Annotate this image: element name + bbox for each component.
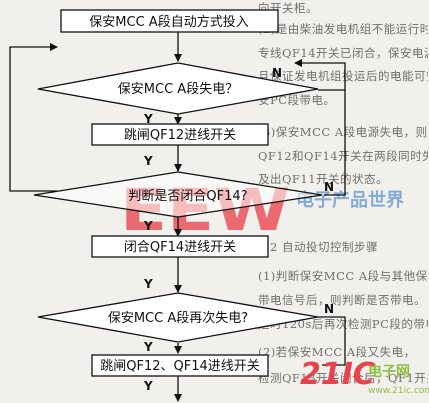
background-text-line: 及出QF11开关的状态。 — [258, 172, 389, 186]
corner-sub: 电子网 — [368, 363, 410, 380]
label-no: N — [324, 180, 334, 194]
node-process-1: 跳闸QF12进线开关 — [91, 123, 269, 146]
label-no: N — [272, 66, 282, 80]
node-process-3-text: 跳闸QF12、QF14进线开关 — [100, 359, 260, 374]
node-decision-1-text: 保安MCC A段失电？ — [118, 82, 238, 97]
background-text-line: 专线QF14开关已闭合，保安电源已 — [258, 46, 428, 60]
label-yes: Y — [143, 277, 153, 291]
node-process-2-text: 闭合QF14进线开关 — [124, 240, 236, 255]
label-yes: Y — [143, 112, 153, 126]
loop-line-right-d2 — [324, 90, 346, 196]
label-no: N — [324, 302, 334, 316]
loop-line-right-d1 — [294, 59, 346, 91]
node-process-1-text: 跳闸QF12进线开关 — [124, 128, 236, 143]
background-text-line: 检测QF13开关闭合后，QF1开关如果 — [258, 371, 428, 385]
node-decision-3: 保安MCC A段再次失电? — [37, 292, 319, 343]
node-decision-2: 判断是否闭合QF14? — [33, 171, 323, 218]
corner-watermark: 21IC 电子网 www.21ic.com — [300, 357, 429, 396]
background-text-line: (3)保安MCC A段电源失电，则 — [258, 125, 428, 139]
loop-line-bottom — [318, 316, 346, 366]
corner-url: www.21ic.com — [368, 386, 429, 396]
background-text-line: (2)若保安MCC A段又失电， — [258, 345, 416, 359]
node-decision-1: 保安MCC A段失电？ — [37, 62, 319, 115]
label-yes: Y — [143, 219, 153, 233]
background-text-line: 3.2 自动投切控制步骤 — [258, 240, 378, 254]
label-yes: Y — [143, 379, 153, 393]
background-text-line: (1)判断保安MCC A段与其他保安PC A段 — [258, 269, 428, 283]
node-process-2: 闭合QF14进线开关 — [91, 235, 269, 258]
node-start: 保安MCC A段自动方式投入 — [60, 9, 279, 33]
node-process-3: 跳闸QF12、QF14进线开关 — [91, 354, 269, 377]
node-decision-2-text: 判断是否闭合QF14? — [128, 189, 247, 204]
label-yes: Y — [143, 154, 153, 168]
node-start-text: 保安MCC A段自动方式投入 — [89, 14, 248, 30]
watermark-site-name: 电子产品世界 — [296, 189, 404, 211]
background-text-line: QF12和QF14开关在两段同时失电 — [258, 149, 428, 163]
node-decision-3-text: 保安MCC A段再次失电? — [108, 310, 248, 326]
label-yes: Y — [143, 340, 153, 354]
background-text-line: (2)是由柴油发电机组不能运行时 — [258, 22, 428, 36]
loop-line-left — [9, 43, 58, 192]
background-text-line: 且保证发电机组投运后的电能可安全 — [258, 69, 428, 83]
background-text-line: 带电信号后，则判断是否带电。 — [258, 293, 426, 307]
corner-logo: 21IC — [300, 357, 375, 392]
